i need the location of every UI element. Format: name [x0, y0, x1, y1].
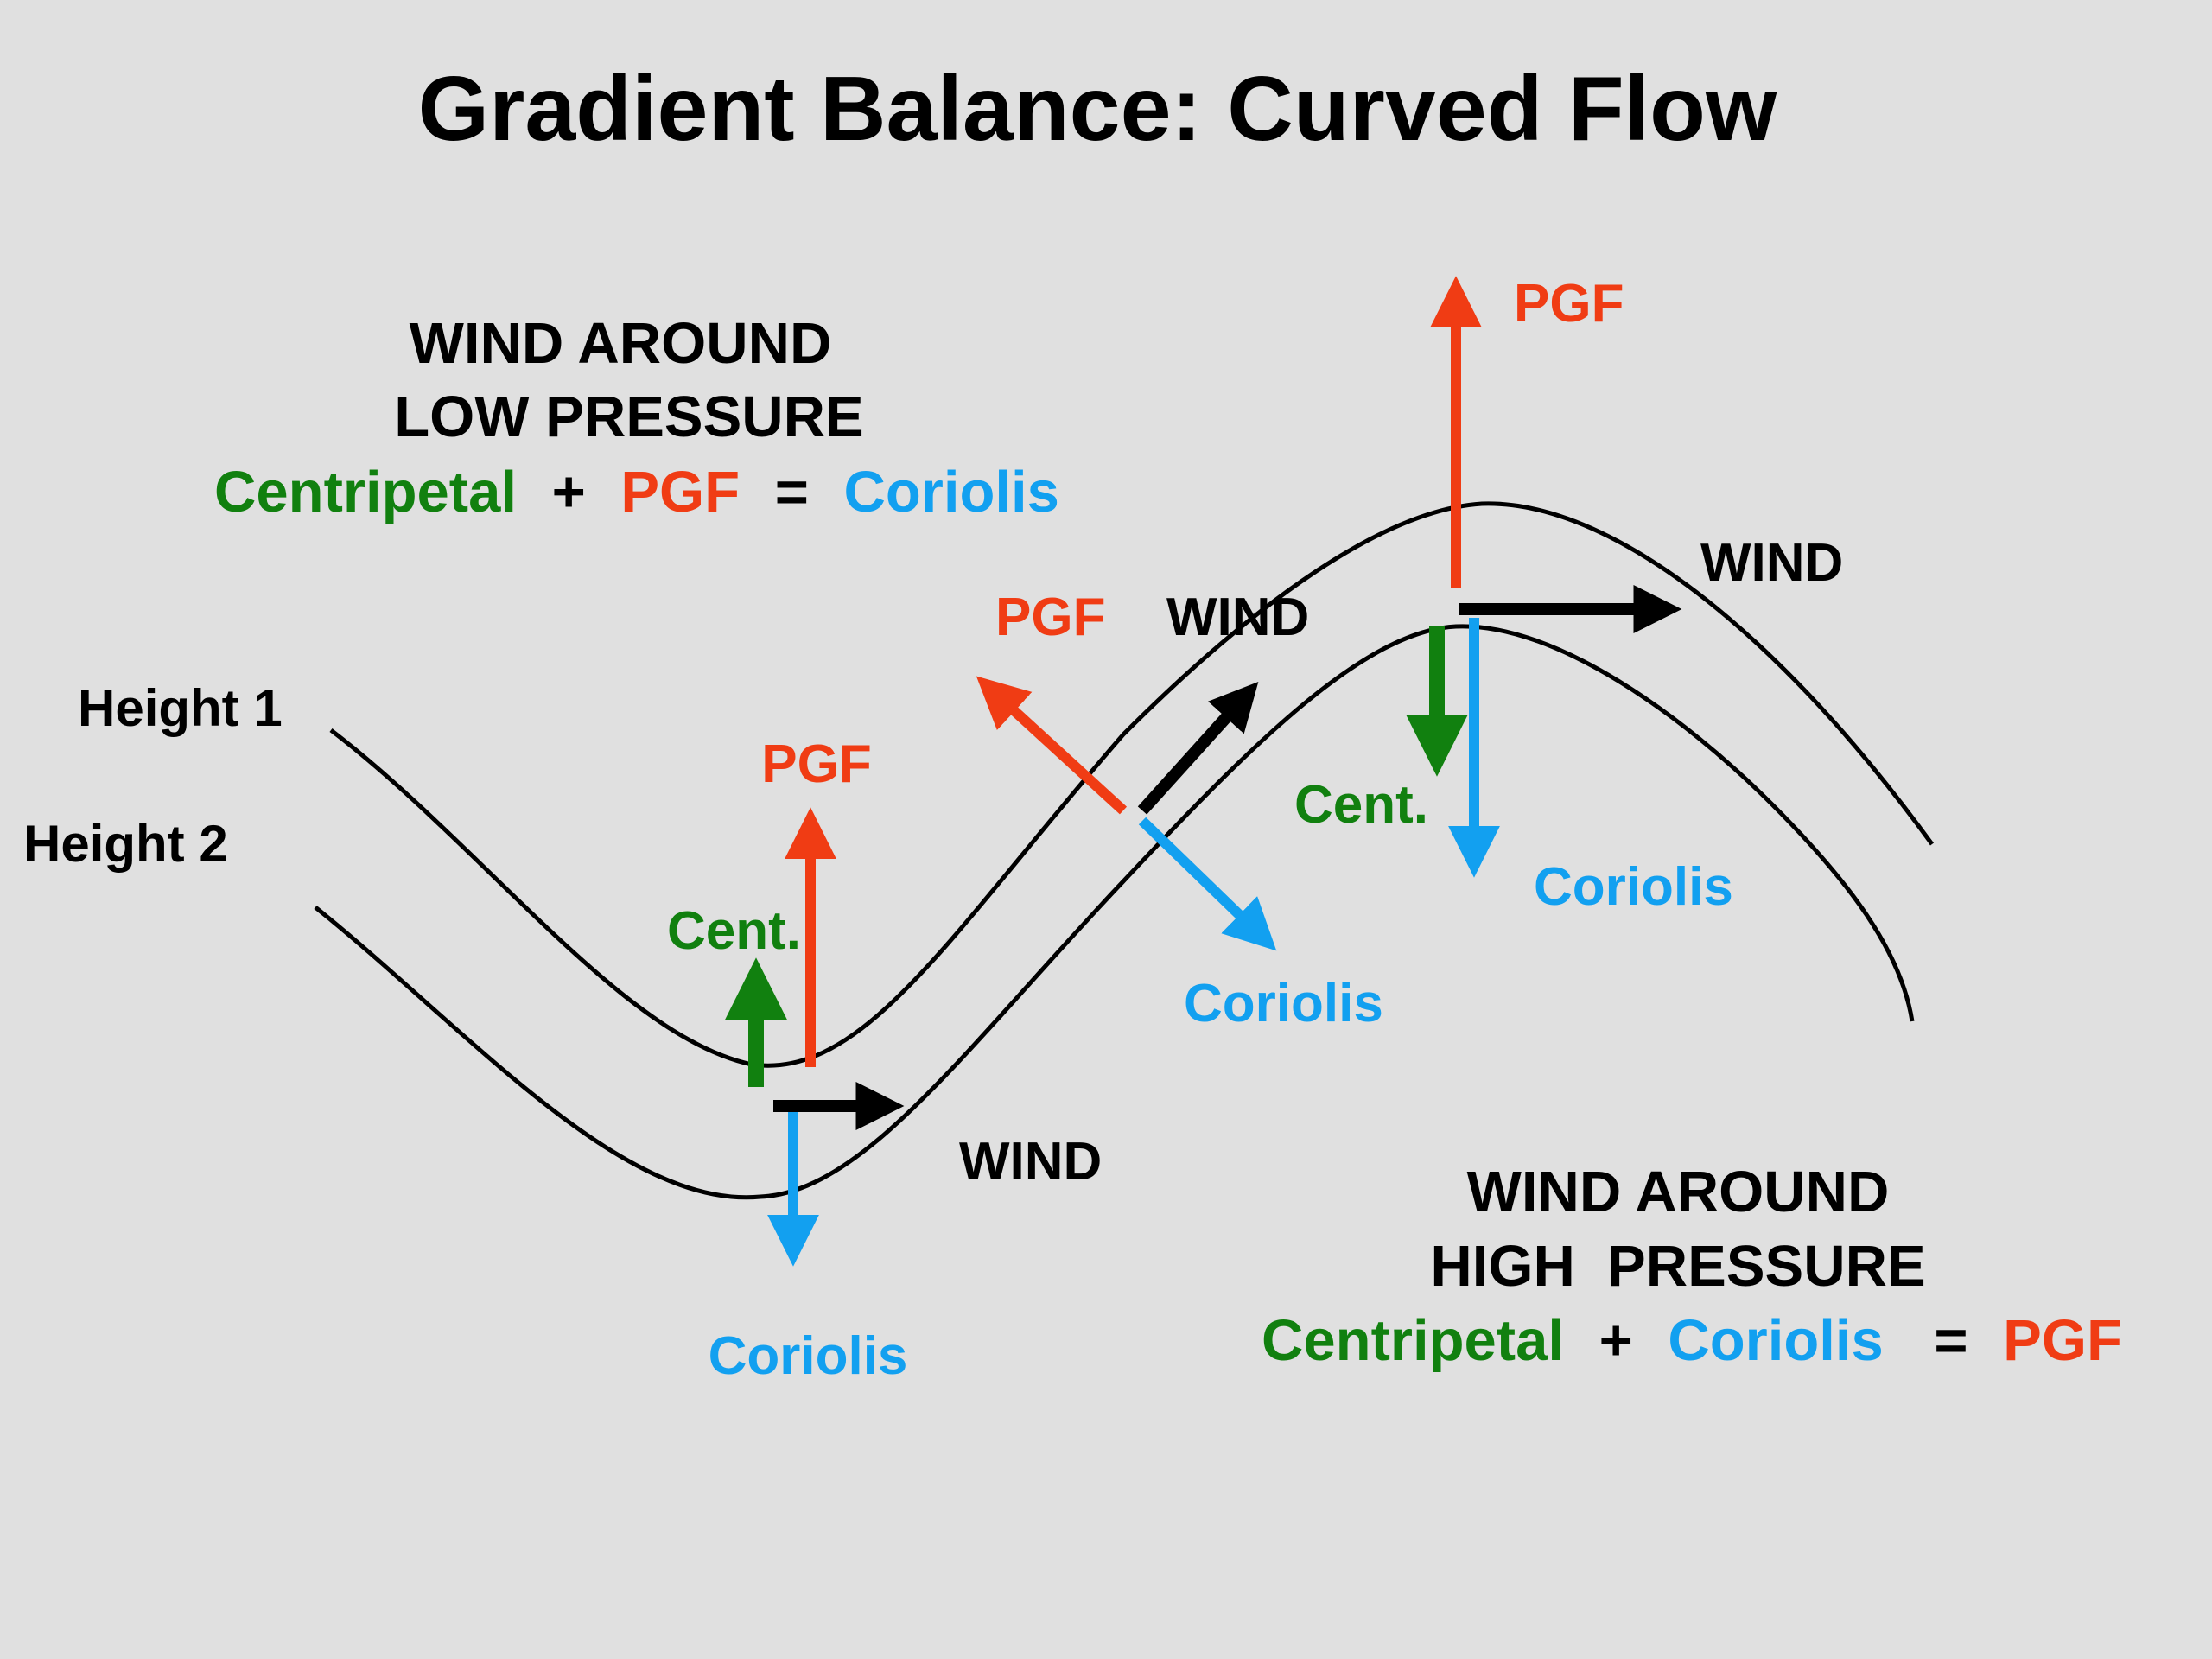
high-cent-label: Cent.: [1294, 775, 1428, 835]
high-formula-centripetal: Centripetal: [1262, 1308, 1564, 1373]
inflection-pgf-arrow: [976, 676, 1128, 815]
contour-height-2: [314, 624, 1915, 1200]
high-formula-pgf: PGF: [2003, 1308, 2122, 1373]
low-formula-coriolis: Coriolis: [843, 460, 1058, 524]
low-pressure-formula: Centripetal + PGF = Coriolis: [214, 460, 1059, 524]
contour-label-height-2: Height 2: [23, 815, 228, 873]
low-wind-label: WIND: [959, 1132, 1102, 1192]
low-pressure-heading-line-1: WIND AROUND: [410, 311, 832, 376]
contour-label-height-1: Height 1: [78, 679, 283, 737]
high-pressure-heading-line-2: HIGH PRESSURE: [1430, 1234, 1925, 1299]
inflection-pgf-label: PGF: [995, 588, 1105, 647]
low-cent-label: Cent.: [667, 901, 801, 961]
inflection-coriolis-arrow: [1138, 817, 1277, 951]
high-pressure-formula: Centripetal + Coriolis = PGF: [1262, 1308, 2122, 1373]
low-coriolis-label: Coriolis: [709, 1326, 908, 1386]
diagram-title: Gradient Balance: Curved Flow: [418, 58, 1777, 160]
high-formula-plus: +: [1599, 1308, 1633, 1373]
high-pressure-heading-line-1: WIND AROUND: [1467, 1160, 1890, 1224]
low-formula-equals: =: [775, 460, 809, 524]
high-formula-equals: =: [1934, 1308, 1967, 1373]
contour-height-1: [329, 501, 1935, 1068]
low-formula-centripetal: Centripetal: [214, 460, 517, 524]
high-wind-label: WIND: [1700, 533, 1843, 593]
high-coriolis-label: Coriolis: [1534, 857, 1733, 917]
low-formula-plus: +: [552, 460, 586, 524]
inflection-coriolis-label: Coriolis: [1184, 974, 1383, 1033]
high-pgf-label: PGF: [1514, 274, 1624, 334]
low-pgf-label: PGF: [761, 734, 871, 794]
low-pressure-heading-line-2: LOW PRESSURE: [394, 385, 864, 449]
high-formula-coriolis: Coriolis: [1668, 1308, 1883, 1373]
inflection-wind-arrow: [1137, 681, 1259, 815]
low-formula-pgf: PGF: [620, 460, 740, 524]
inflection-wind-label: WIND: [1166, 588, 1309, 647]
